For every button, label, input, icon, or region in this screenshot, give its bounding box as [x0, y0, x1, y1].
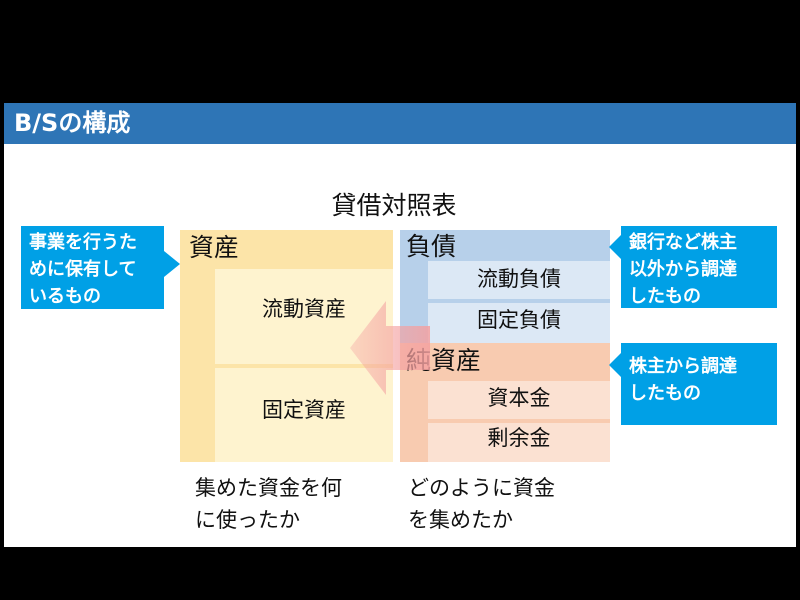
fixed-assets-label: 固定資産 [262, 398, 346, 422]
flow-arrow-icon [350, 301, 430, 395]
surplus-label: 剰余金 [487, 426, 551, 450]
callout-line: 以外から調達 [629, 259, 737, 280]
caption-funding: どのように資金 を集めたか [408, 472, 608, 536]
callout-right-bottom-pointer-icon [609, 353, 621, 377]
callout-left-pointer-icon [164, 251, 180, 277]
diagram-title: 貸借対照表 [331, 191, 457, 220]
slide: B/Sの構成 貸借対照表 資産 流動資産 固定資産 負債 流動負債 固定負債 純… [4, 103, 796, 547]
caption-line: を集めたか [408, 508, 513, 532]
assets-label: 資産 [189, 233, 240, 262]
callout-net-assets: 株主から調達 したもの [621, 343, 777, 425]
liabilities-label: 負債 [406, 232, 457, 261]
callout-right-top-pointer-icon [609, 235, 621, 259]
caption-assets: 集めた資金を何 に使ったか [195, 472, 395, 536]
callout-line: めに保有して [29, 259, 137, 280]
callout-line: 株主から調達 [629, 356, 737, 377]
slide-title: B/Sの構成 [14, 109, 131, 137]
assets-divider [215, 364, 393, 368]
capital-label: 資本金 [487, 386, 551, 410]
fixed-liabilities-label: 固定負債 [477, 308, 561, 332]
callout-line: したもの [629, 383, 701, 404]
caption-line: 集めた資金を何 [195, 476, 342, 500]
current-liabilities-label: 流動負債 [477, 267, 561, 291]
liabilities-divider [428, 299, 610, 303]
callout-line: したもの [629, 286, 701, 307]
caption-line: に使ったか [195, 508, 300, 532]
callout-liabilities: 銀行など株主 以外から調達 したもの [621, 226, 777, 308]
callout-line: 事業を行うた [29, 232, 137, 253]
slide-header: B/Sの構成 [4, 103, 796, 144]
caption-line: どのように資金 [408, 476, 555, 500]
callout-line: いるもの [29, 286, 101, 307]
callout-line: 銀行など株主 [629, 232, 737, 253]
callout-assets: 事業を行うた めに保有して いるもの [21, 226, 164, 309]
current-assets-label: 流動資産 [262, 297, 346, 321]
net-assets-divider [428, 419, 610, 423]
